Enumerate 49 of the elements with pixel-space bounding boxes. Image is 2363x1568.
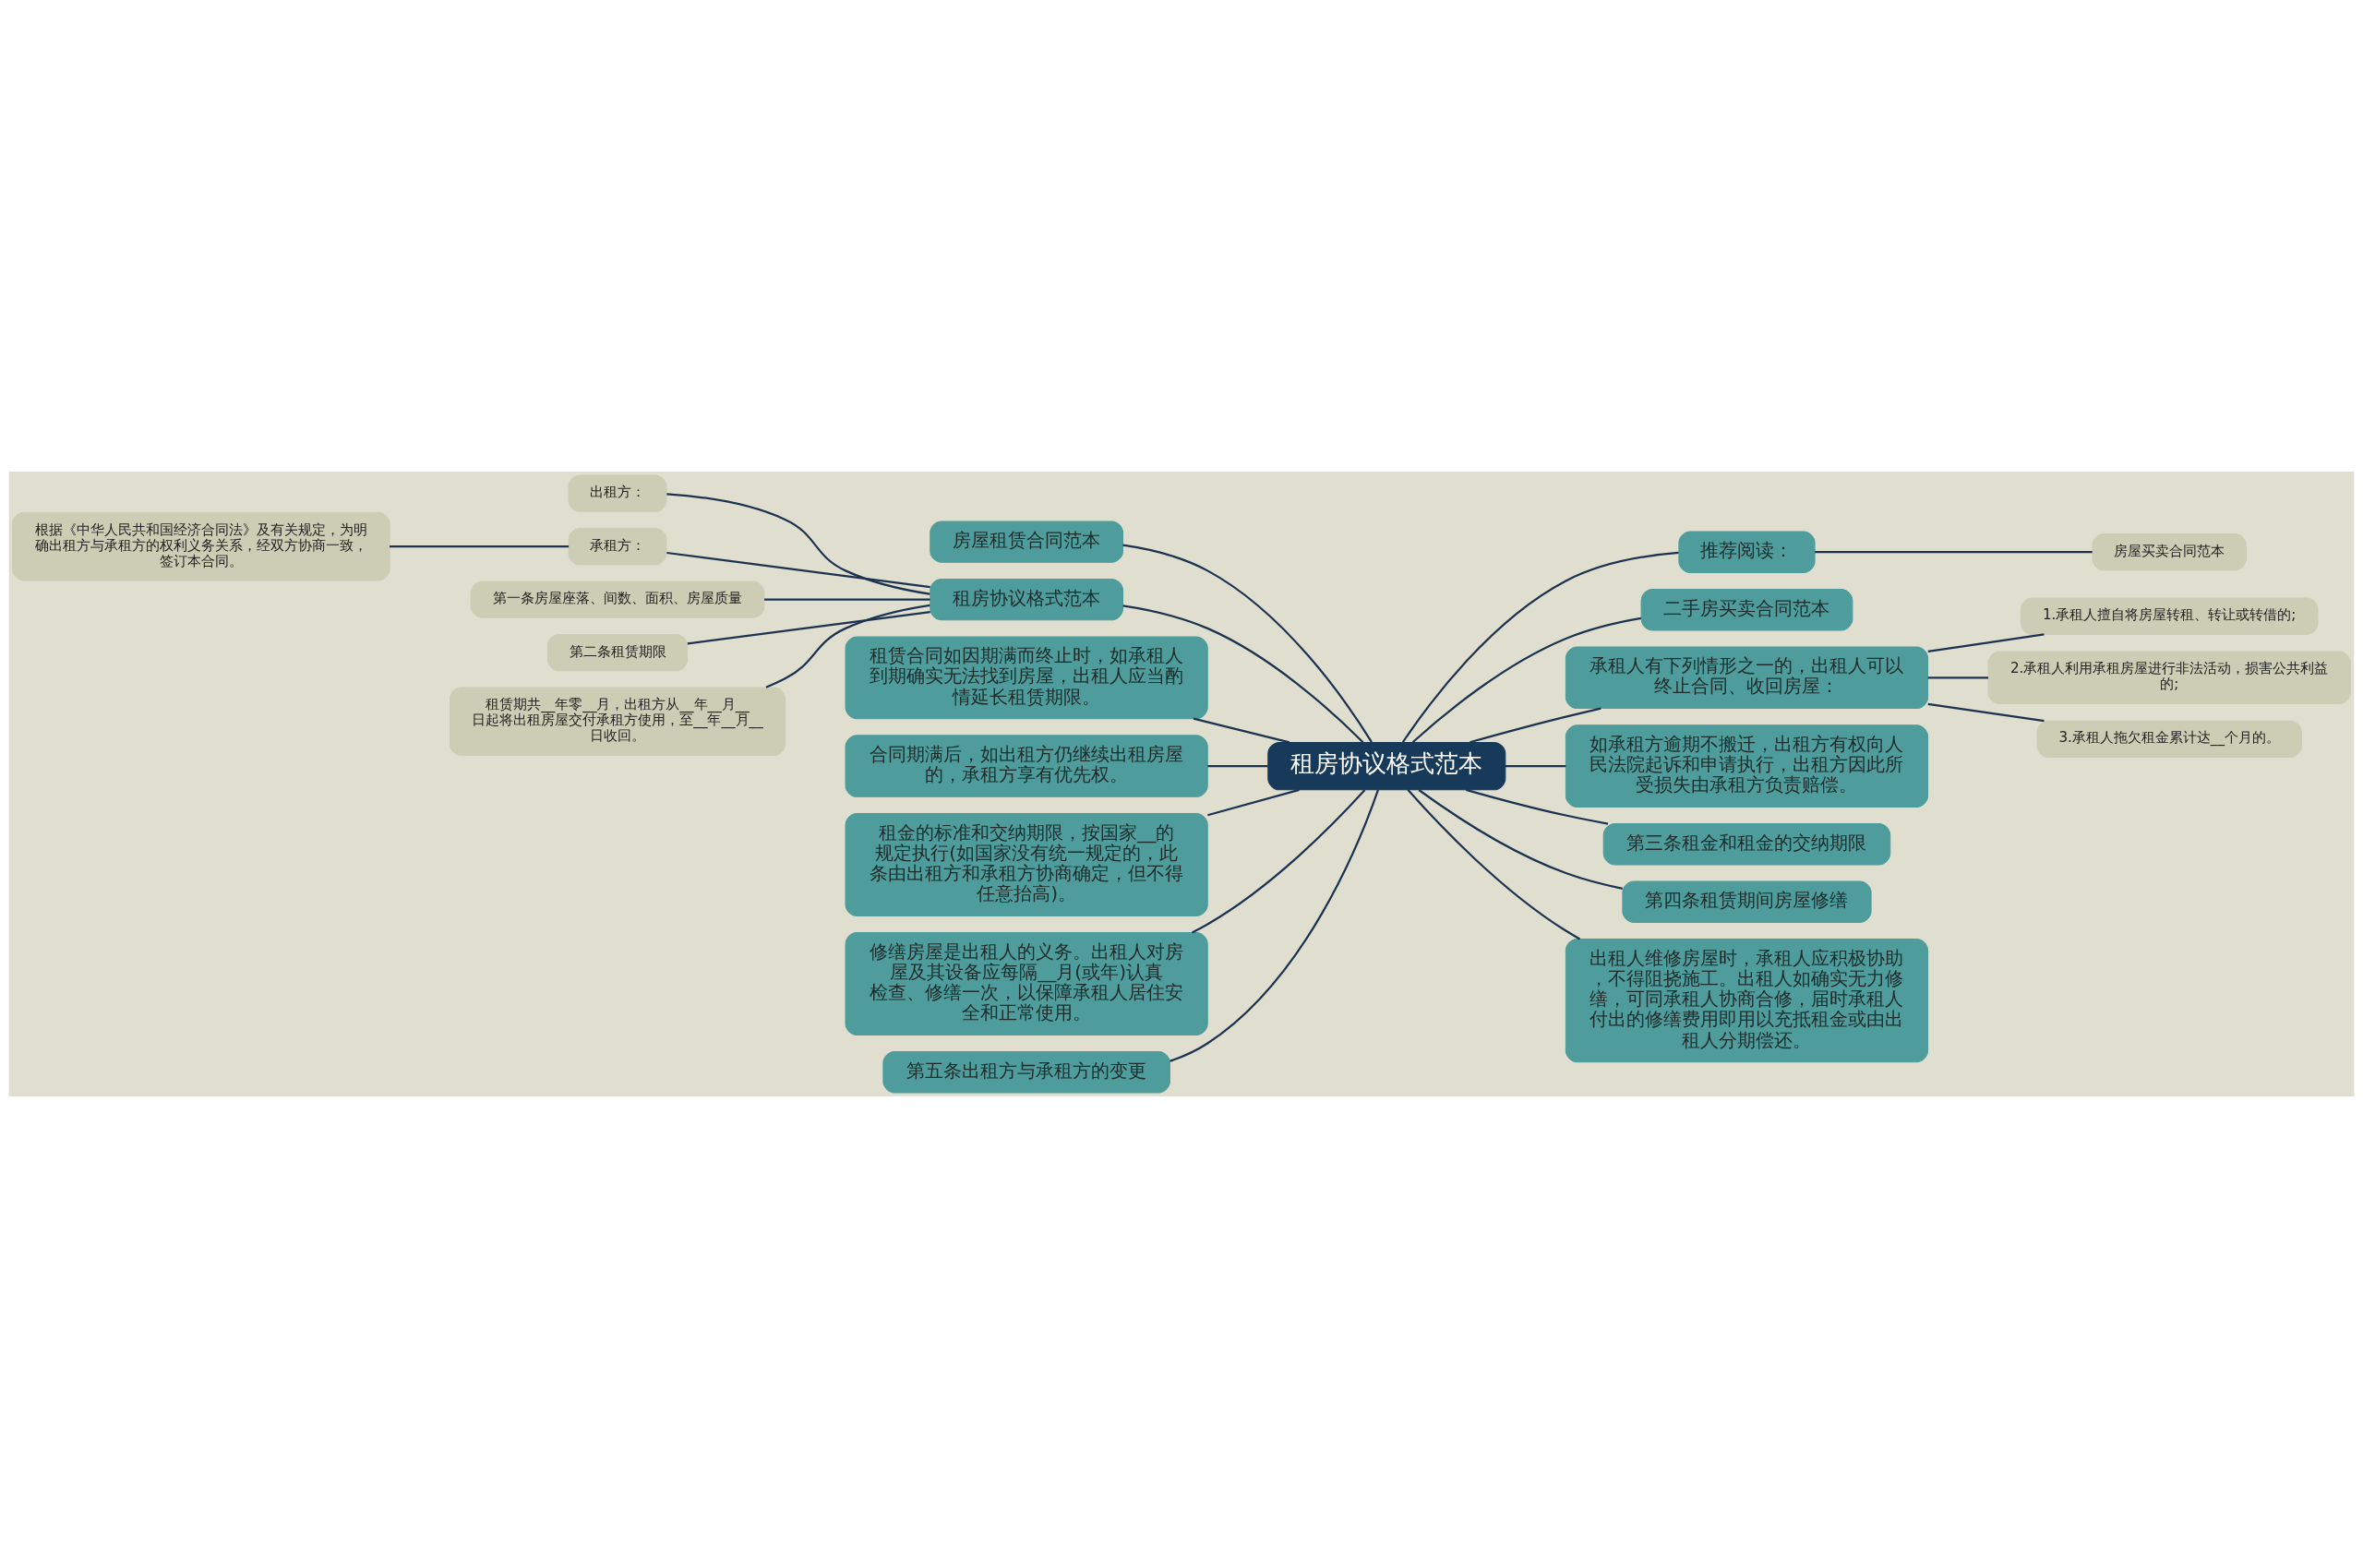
node-box: 出租方： <box>568 474 667 512</box>
connector <box>1122 604 1364 743</box>
node-box: 承租方： <box>568 528 667 566</box>
node-box: 1.承租人擅自将房屋转租、转让或转借的; <box>2020 597 2319 635</box>
connector <box>1815 551 2093 554</box>
node-box: 第四条租赁期间房屋修缮 <box>1622 880 1872 923</box>
node-box: 合同期满后，如出租方仍继续出租房屋的，承租方享有优先权。 <box>845 735 1208 797</box>
connector <box>1927 702 2045 723</box>
connector <box>687 611 930 645</box>
connector <box>1411 616 1642 744</box>
node-box: 租房协议格式范本 <box>930 578 1123 621</box>
node-box: 第二条租赁期限 <box>546 633 689 672</box>
connector <box>1469 707 1601 744</box>
connector <box>1170 789 1380 1062</box>
node-box: 3.承租人拖欠租金累计达__个月的。 <box>2036 720 2302 758</box>
node-box: 推荐阅读： <box>1678 531 1816 573</box>
connector <box>1927 633 2045 652</box>
connector <box>1402 551 1679 743</box>
node-box: 租赁期共__年零__月，出租方从__年__月__日起将出租房屋交付承租方使用，至__年__月__日收回。 <box>450 687 786 756</box>
node-box: 二手房买卖合同范本 <box>1640 589 1853 631</box>
connector <box>1192 789 1366 934</box>
connector <box>390 545 570 548</box>
connector <box>666 493 930 595</box>
connector <box>765 604 930 688</box>
connector <box>1407 789 1581 940</box>
node-box: 第五条出租方与承租方的变更 <box>882 1051 1170 1094</box>
connector <box>666 551 930 589</box>
node-box: 第三条租金和租金的交纳期限 <box>1602 823 1891 866</box>
connector <box>1927 676 1988 679</box>
node-box: 租金的标准和交纳期限，按国家__的规定执行(如国家没有统一规定的，此条由出租方和承租方协商确定，但不得任意抬高)。 <box>845 813 1208 916</box>
connector <box>1418 789 1623 890</box>
connector <box>1207 788 1300 817</box>
connector <box>1466 788 1609 825</box>
node-box: 房屋租赁合同范本 <box>930 521 1123 563</box>
node-box: 修缮房屋是出租人的义务。出租人对房屋及其设备应每隔__月(或年)认真检查、修缮一次，以保障承租人居住安全和正常使用。 <box>845 932 1208 1035</box>
node-box: 第一条房屋座落、间数、面积、房屋质量 <box>470 581 765 618</box>
node-box: 租房协议格式范本 <box>1267 741 1506 791</box>
node-box: 房屋买卖合同范本 <box>2092 533 2247 571</box>
connector <box>1207 765 1268 768</box>
node-box: 租赁合同如因期满而终止时，如承租人到期确实无法找到房屋，出租人应当酌情延长租赁期限。 <box>845 636 1208 720</box>
node-box: 承租人有下列情形之一的，出租人可以终止合同、收回房屋： <box>1565 646 1929 710</box>
connector <box>1505 765 1566 768</box>
connector <box>1122 544 1373 743</box>
node-box: 2.承租人利用承租房屋进行非法活动，损害公共利益的; <box>1987 651 2351 705</box>
connector <box>764 598 930 601</box>
node-box: 根据《中华人民共和国经济合同法》及有关规定，为明确出租方与承租方的权利义务关系，经双方协商一致，签订本合同。 <box>12 511 390 581</box>
connector <box>1193 717 1290 744</box>
node-box: 出租人维修房屋时，承租人应积极协助，不得阻挠施工。出租人如确实无力修缮，可同承租人协商合修，届时承租人付出的修缮费用即用以充抵租金或由出租人分期偿还。 <box>1565 939 1929 1063</box>
node-box: 如承租方逾期不搬迁，出租方有权向人民法院起诉和申请执行，出租方因此所受损失由承租方负责赔偿。 <box>1565 724 1929 808</box>
